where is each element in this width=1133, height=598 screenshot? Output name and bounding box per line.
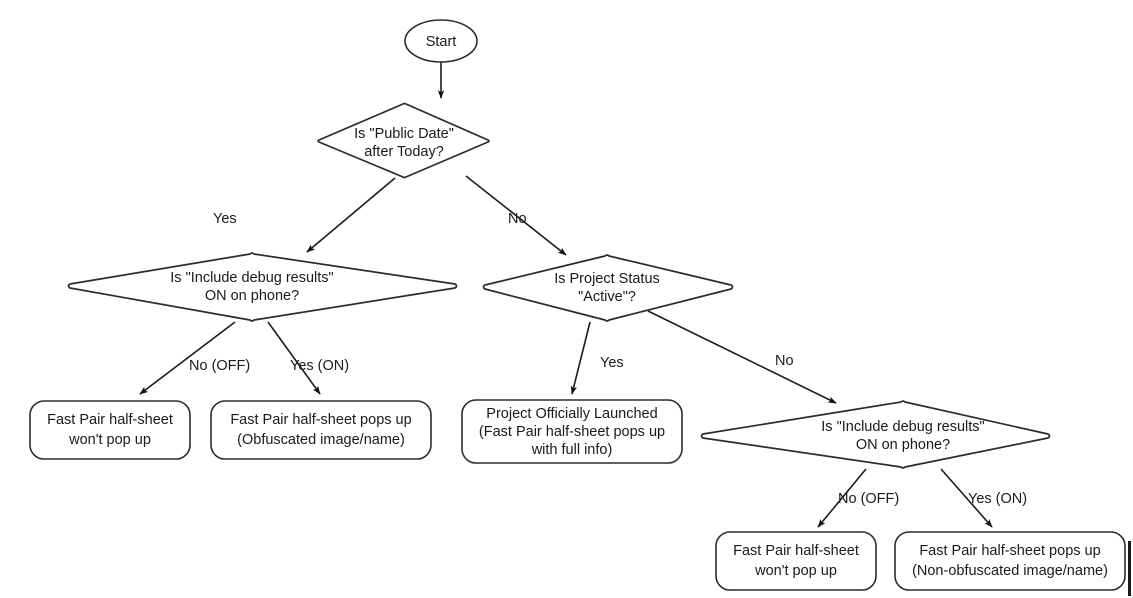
no-popup-right-line-1: Fast Pair half-sheet bbox=[733, 543, 859, 559]
obfuscated-left-box bbox=[210, 400, 432, 460]
no-popup-left-box bbox=[29, 400, 191, 460]
project-status-diamond bbox=[482, 254, 734, 322]
node-project-status[interactable]: Is Project Status "Active"? bbox=[482, 254, 734, 322]
edge-label-no-public-date: No bbox=[508, 211, 527, 227]
node-no-popup-right[interactable]: Fast Pair half-sheet won't pop up bbox=[715, 531, 877, 591]
debug-left-line-1: Is "Include debug results" bbox=[170, 270, 333, 286]
edge-label-yes-project-status: Yes bbox=[600, 355, 624, 371]
node-launched[interactable]: Project Officially Launched (Fast Pair h… bbox=[461, 399, 683, 464]
node-start[interactable]: Start bbox=[404, 19, 478, 63]
public-date-line-1: Is "Public Date" bbox=[354, 126, 454, 142]
launched-line-3: with full info) bbox=[531, 442, 613, 458]
page-edge-artifact bbox=[1128, 541, 1131, 596]
debug-right-line-1: Is "Include debug results" bbox=[821, 419, 984, 435]
obfuscated-left-line-1: Fast Pair half-sheet pops up bbox=[230, 412, 411, 428]
edge-debug-left-yes-on: Yes (ON) bbox=[267, 321, 349, 395]
edge-project-status-yes: Yes bbox=[570, 321, 624, 395]
debug-right-line-2: ON on phone? bbox=[856, 437, 950, 453]
edge-label-no-project-status: No bbox=[775, 353, 794, 369]
edge-public-date-no: No bbox=[465, 175, 567, 256]
node-obfuscated-left[interactable]: Fast Pair half-sheet pops up (Obfuscated… bbox=[210, 400, 432, 460]
edge-label-yes-on-left: Yes (ON) bbox=[290, 358, 349, 374]
edge-debug-right-yes-on: Yes (ON) bbox=[940, 468, 1027, 528]
start-ellipse bbox=[404, 19, 478, 63]
node-public-date[interactable]: Is "Public Date" after Today? bbox=[317, 102, 490, 179]
nodes-layer: Start Is "Public Date" after Today? Is "… bbox=[29, 19, 1126, 591]
no-popup-right-line-2: won't pop up bbox=[754, 563, 837, 579]
no-popup-left-line-2: won't pop up bbox=[68, 432, 151, 448]
edge-debug-right-no-off: No (OFF) bbox=[817, 468, 899, 528]
launched-line-2: (Fast Pair half-sheet pops up bbox=[479, 424, 665, 440]
debug-left-line-2: ON on phone? bbox=[205, 288, 299, 304]
obfuscated-left-line-2: (Obfuscated image/name) bbox=[237, 432, 405, 448]
non-obfuscated-right-line-2: (Non-obfuscated image/name) bbox=[912, 563, 1108, 579]
no-popup-right-box bbox=[715, 531, 877, 591]
node-non-obfuscated-right[interactable]: Fast Pair half-sheet pops up (Non-obfusc… bbox=[894, 531, 1126, 591]
edge-project-status-no: No bbox=[647, 310, 837, 404]
node-no-popup-left[interactable]: Fast Pair half-sheet won't pop up bbox=[29, 400, 191, 460]
launched-box bbox=[461, 399, 683, 464]
non-obfuscated-right-line-1: Fast Pair half-sheet pops up bbox=[919, 543, 1100, 559]
edge-label-yes-public-date: Yes bbox=[213, 211, 237, 227]
debug-right-diamond bbox=[700, 400, 1051, 469]
no-popup-left-line-1: Fast Pair half-sheet bbox=[47, 412, 173, 428]
public-date-diamond bbox=[317, 102, 490, 179]
node-debug-right[interactable]: Is "Include debug results" ON on phone? bbox=[700, 400, 1051, 469]
edges-layer: Yes No No (OFF) Yes (ON) Yes bbox=[139, 61, 1027, 528]
edge-label-yes-on-right: Yes (ON) bbox=[968, 491, 1027, 507]
start-label: Start bbox=[426, 34, 457, 50]
project-status-line-2: "Active"? bbox=[578, 289, 636, 305]
public-date-line-2: after Today? bbox=[364, 144, 444, 160]
edge-public-date-yes: Yes bbox=[213, 177, 396, 253]
debug-left-diamond bbox=[67, 252, 458, 322]
project-status-line-1: Is Project Status bbox=[554, 271, 660, 287]
launched-line-1: Project Officially Launched bbox=[486, 406, 657, 422]
edge-debug-left-no-off: No (OFF) bbox=[139, 321, 250, 395]
node-debug-left[interactable]: Is "Include debug results" ON on phone? bbox=[67, 252, 458, 322]
edge-label-no-off-left: No (OFF) bbox=[189, 358, 250, 374]
edge-label-no-off-right: No (OFF) bbox=[838, 491, 899, 507]
non-obfuscated-right-box bbox=[894, 531, 1126, 591]
